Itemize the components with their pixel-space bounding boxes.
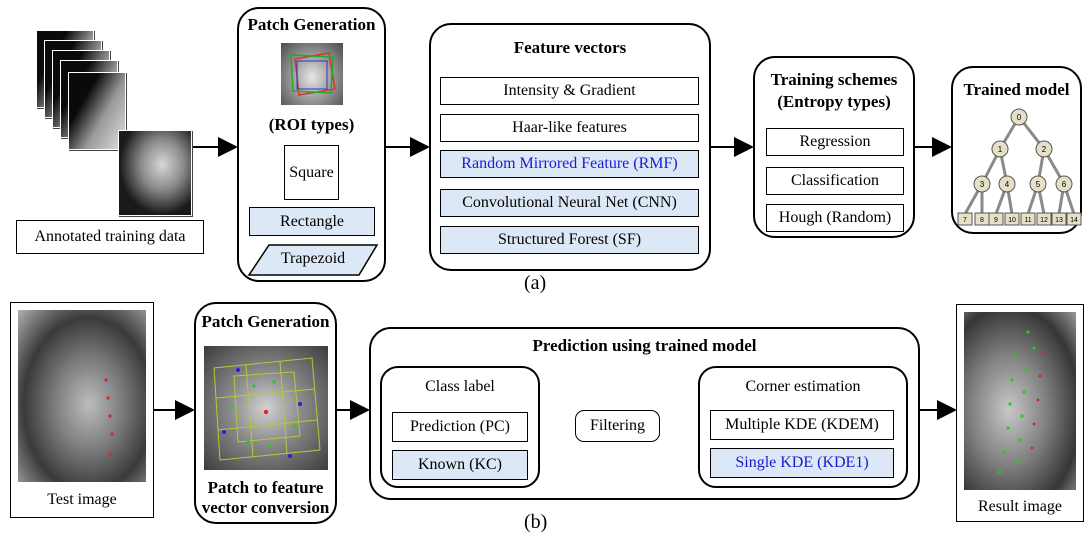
tree-node	[1010, 108, 1028, 126]
tree-leaf	[957, 212, 973, 226]
tree-leaf-label: 11	[1024, 217, 1031, 224]
scheme-classification: Classification	[766, 167, 904, 195]
tree-node-label: 3	[980, 180, 985, 189]
filtering-box: Filtering	[575, 410, 660, 442]
patch-grid-overlay	[213, 357, 321, 461]
xray-thumb-front	[118, 130, 192, 216]
trained-model-title: Trained model	[963, 80, 1070, 99]
roi-rectangle: Rectangle	[249, 207, 375, 236]
class-label-title: Class label	[425, 378, 495, 395]
tree-node	[1035, 140, 1053, 158]
tree-leaf-label: 9	[994, 217, 998, 224]
feature-cnn: Convolutional Neural Net (CNN)	[440, 189, 699, 217]
tree-leaf-label: 10	[1008, 217, 1016, 224]
tree-leaf-label: 13	[1055, 217, 1063, 224]
tree-node	[991, 140, 1009, 158]
test-image-frame: Test image	[10, 302, 154, 518]
roi-types-title: (ROI types)	[268, 115, 355, 134]
result-landmarks	[998, 330, 1046, 474]
result-image-label: Result image	[978, 498, 1062, 515]
patch-generation-panel-b: Patch Generation Patch to feature v	[194, 302, 337, 524]
patch-conversion-line1: Patch to feature	[207, 478, 324, 497]
feature-vectors-title: Feature vectors	[513, 38, 627, 57]
tree-leaf-label: 12	[1040, 217, 1048, 224]
xray-thumb	[68, 72, 126, 150]
patch-conversion-line2: vector conversion	[201, 498, 330, 517]
tree-leaf-label: 8	[980, 217, 984, 224]
roi-square: Square	[284, 145, 339, 200]
class-known-kc: Known (KC)	[392, 450, 528, 480]
tree-leaf	[1051, 212, 1067, 226]
annotated-training-data-label: Annotated training data	[16, 220, 204, 254]
training-schemes-title: Training schemes	[770, 70, 898, 89]
patch-generation-panel: Patch Generation (ROI types) Square Rect…	[237, 7, 386, 282]
roi-trapezoid-shape	[247, 244, 379, 276]
tree-node-label: 6	[1062, 180, 1067, 189]
tree-leaf	[1036, 212, 1052, 226]
patch-grid-image	[204, 346, 328, 470]
training-image-stack	[36, 30, 196, 220]
entropy-types-title: (Entropy types)	[777, 92, 891, 111]
tree-node-label: 5	[1036, 180, 1041, 189]
feature-vectors-panel: Feature vectors Intensity & Gradient Haa…	[429, 23, 711, 271]
tree-leaf-label: 7	[963, 217, 967, 224]
result-xray-image	[964, 312, 1076, 490]
feature-haar-like: Haar-like features	[440, 114, 699, 142]
tree-leaf-label: 14	[1070, 217, 1078, 224]
tree-leaf	[1020, 212, 1036, 226]
corner-estimation-title: Corner estimation	[745, 378, 861, 395]
test-landmarks	[104, 378, 114, 456]
training-data-text: Annotated training data	[34, 228, 186, 245]
roi-sample-image	[281, 43, 343, 105]
prediction-title: Prediction using trained model	[532, 336, 757, 355]
roi-overlay	[290, 52, 336, 96]
roi-trapezoid: Trapezoid	[280, 250, 346, 267]
tree-leaf	[1004, 212, 1020, 226]
scheme-hough-random: Hough (Random)	[766, 204, 904, 232]
feature-structured-forest: Structured Forest (SF)	[440, 226, 699, 254]
corner-kde1: Single KDE (KDE1)	[710, 448, 894, 478]
test-image-label: Test image	[47, 491, 117, 508]
tree-node	[1055, 175, 1073, 193]
tree-node-label: 2	[1042, 145, 1047, 154]
corner-estimation-panel: Corner estimation Multiple KDE (KDEM) Si…	[698, 366, 908, 488]
patch-generation-title-b: Patch Generation	[201, 312, 330, 331]
test-xray-image	[18, 310, 146, 482]
caption-b: (b)	[524, 511, 548, 533]
class-label-panel: Class label Prediction (PC) Known (KC)	[380, 366, 540, 488]
class-prediction-pc: Prediction (PC)	[392, 412, 528, 442]
scheme-regression: Regression	[766, 128, 904, 156]
tree-leaf	[1066, 212, 1082, 226]
tree-leaf	[988, 212, 1004, 226]
tree-node-label: 4	[1005, 180, 1010, 189]
tree-node	[1029, 175, 1047, 193]
tree-node	[973, 175, 991, 193]
tree-node	[998, 175, 1016, 193]
tree-node-label: 1	[998, 145, 1003, 154]
feature-intensity-gradient: Intensity & Gradient	[440, 77, 699, 105]
training-schemes-panel: Training schemes (Entropy types) Regress…	[753, 56, 915, 238]
caption-a: (a)	[524, 272, 547, 294]
feature-rmf: Random Mirrored Feature (RMF)	[440, 150, 699, 178]
result-image-frame: Result image	[956, 304, 1084, 522]
tree-node-label: 0	[1017, 113, 1022, 122]
corner-kdem: Multiple KDE (KDEM)	[710, 410, 894, 440]
patch-generation-title: Patch Generation	[247, 15, 376, 34]
